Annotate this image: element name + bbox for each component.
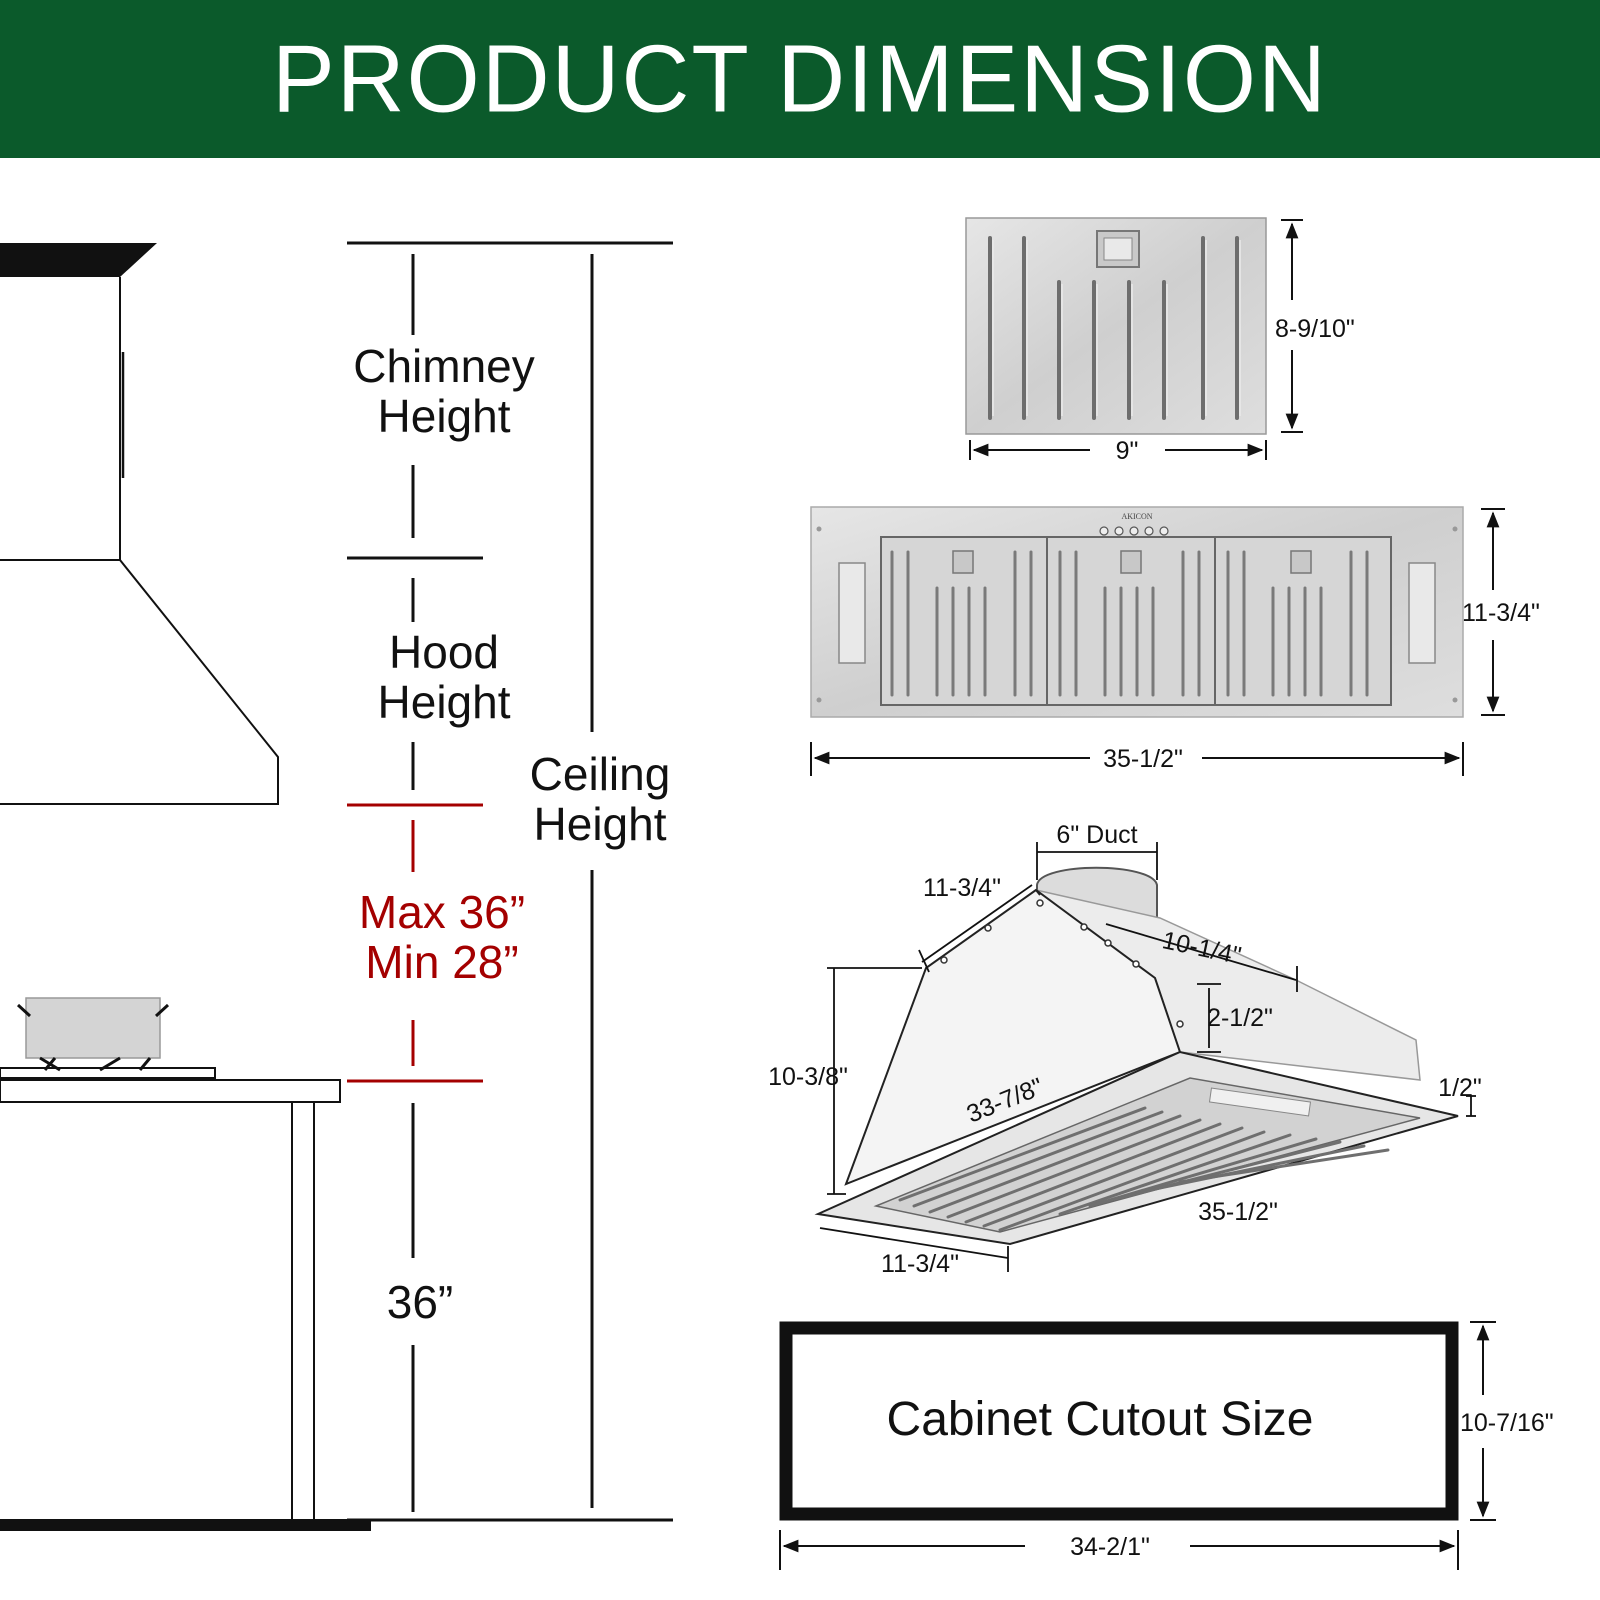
filter-width-label: 9" <box>1116 437 1139 465</box>
cutout-frame <box>779 1321 1459 1521</box>
chimney-height-label-2: Height <box>378 390 511 442</box>
cutout-width-label: 34-2/1" <box>1070 1533 1150 1561</box>
countertop <box>0 1079 341 1103</box>
flange-label: 1/2" <box>1438 1074 1482 1102</box>
cutout-label: Cabinet Cutout Size <box>887 1393 1314 1446</box>
lip-height-label: 2-1/2" <box>1207 1004 1273 1032</box>
front-view-panel: AKICON <box>810 506 1464 718</box>
hood-canopy <box>0 559 279 805</box>
front-width-label: 35-1/2" <box>1103 745 1183 773</box>
control-buttons <box>1099 526 1169 536</box>
burner-grate <box>39 1056 152 1072</box>
counter-height-label: 36” <box>387 1276 453 1328</box>
brand-logo: AKICON <box>1121 512 1152 521</box>
isometric-hood <box>814 866 1459 1246</box>
hood-height-label-1: Hood <box>389 626 499 678</box>
pot-handle-right <box>154 1003 170 1018</box>
iso-baffles <box>898 1106 1390 1232</box>
bottom-depth-label: 11-3/4" <box>881 1250 959 1278</box>
top-depth-label: 11-3/4" <box>923 874 1001 902</box>
front-height-label: 11-3/4" <box>1462 599 1540 627</box>
cutout-height-label: 10-7/16" <box>1460 1409 1554 1437</box>
hood-elevation <box>0 243 279 805</box>
pot-body <box>25 997 161 1059</box>
pot-handle-left <box>16 1003 32 1018</box>
hood-height-label-2: Height <box>378 676 511 728</box>
filter-dimension-lines <box>969 219 1303 460</box>
iso-light <box>1208 1087 1312 1117</box>
duct-label: 6" Duct <box>1056 821 1137 849</box>
front-view-dimension-lines <box>810 508 1505 776</box>
max-clearance-label: Max 36” <box>359 886 525 938</box>
floor-bar <box>0 1519 371 1531</box>
ceiling-height-label-1: Ceiling <box>530 748 671 800</box>
range-and-counter <box>0 997 371 1531</box>
cooktop <box>0 1067 216 1079</box>
min-clearance-label: Min 28” <box>365 936 518 988</box>
filter-height-label: 8-9/10" <box>1275 315 1355 343</box>
ceiling-bar <box>0 243 157 277</box>
isometric-dimension-lines <box>819 842 1476 1272</box>
chimney-height-label-1: Chimney <box>353 340 535 392</box>
filter-panel <box>965 217 1267 435</box>
clearance-markers <box>347 803 483 1083</box>
bottom-width-label: 35-1/2" <box>1198 1198 1278 1226</box>
page-title: PRODUCT DIMENSION <box>272 24 1328 133</box>
cutout-dimension-lines <box>779 1321 1496 1570</box>
iso-rivets <box>940 899 1184 1028</box>
header-banner: PRODUCT DIMENSION <box>0 0 1600 158</box>
counter-leg <box>291 1101 315 1521</box>
total-height-label: 10-3/8" <box>768 1063 848 1091</box>
elevation-dimensions <box>347 241 673 1522</box>
ceiling-height-label-2: Height <box>534 798 667 850</box>
